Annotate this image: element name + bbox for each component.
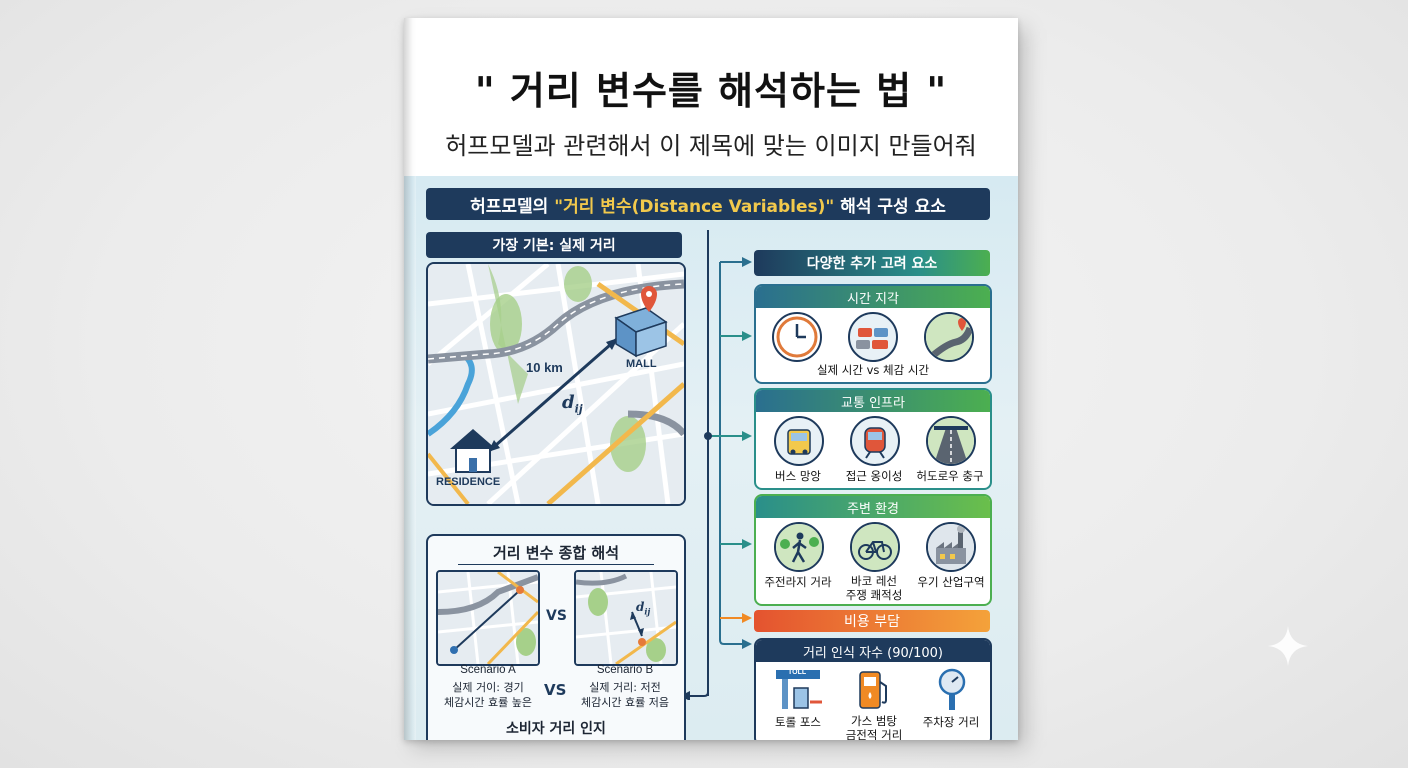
infra-caption-1: 버스 망앙 [775, 469, 821, 483]
mall-icon [614, 286, 668, 358]
toll-booth-icon: TOLL [774, 668, 822, 712]
cognition-caption-2: 가스 범탕 금전적 거리 [845, 714, 903, 740]
infra-caption-3: 허도로우 충구 [916, 469, 984, 483]
cover-title: " 거리 변수를 해석하는 법 " [474, 69, 948, 113]
distance-cognition-card: 거리 인식 자수 (90/100) TOLL 토롤 포스 가스 범탕 금전적 거… [754, 638, 992, 740]
walking-icon [774, 522, 824, 572]
winding-road-icon [924, 312, 974, 362]
bus-icon [774, 416, 824, 466]
cost-burden-title: 비용 부담 [844, 614, 900, 630]
surroundings-head: 주변 환경 [756, 496, 990, 518]
basic-distance-label: 가장 기본: 실제 거리 [426, 232, 682, 258]
scenario-a-name: Scenario A [460, 664, 516, 676]
bicycle-icon [850, 522, 900, 572]
basic-distance-text: 가장 기본: 실제 거리 [492, 238, 616, 254]
infographic-banner: 허프모델의 "거리 변수(Distance Variables)" 해석 구성 … [426, 188, 990, 220]
book-spine [404, 18, 416, 740]
parking-meter-icon [932, 668, 972, 712]
synthesis-card: 거리 변수 종합 해석 VS [426, 534, 686, 740]
env-caption-3: 우기 산업구역 [917, 575, 985, 589]
additional-factors-text: 다양한 추가 고려 요소 [806, 256, 938, 272]
env-caption-2: 바코 레선 주쟁 쾌적성 [845, 574, 903, 602]
time-perception-head: 시간 지각 [756, 286, 990, 308]
sparkle-icon [1268, 626, 1308, 666]
infographic-panel: 허프모델의 "거리 변수(Distance Variables)" 해석 구성 … [404, 176, 1018, 740]
distance-cognition-head: 거리 인식 자수 (90/100) [756, 640, 990, 662]
cognition-caption-1: 토롤 포스 [775, 715, 821, 729]
dij-subscript: ij [574, 402, 583, 416]
scenario-a-map [436, 570, 540, 666]
cost-burden-bar: 비용 부담 [754, 610, 990, 632]
banner-highlight: "거리 변수(Distance Variables)" [554, 196, 835, 217]
infra-caption-2: 접근 옹이성 [845, 469, 903, 483]
surroundings-title: 주변 환경 [847, 501, 899, 517]
banner-suffix: 해석 구성 요소 [834, 196, 946, 217]
connector-lines [684, 230, 752, 700]
additional-factors-header: 다양한 추가 고려 요소 [754, 250, 990, 276]
scenario-b-dij-letter: d [636, 600, 645, 614]
map-dij-symbol: dij [562, 392, 583, 416]
env-caption-1: 주전라지 거라 [764, 575, 832, 589]
cognition-caption-3: 주차장 거리 [922, 715, 980, 729]
gas-pump-icon [854, 668, 894, 712]
scenario-b-line1: 실제 거리: 저전 [589, 681, 661, 694]
toll-sign-text: TOLL [788, 669, 807, 676]
scenario-vs-small: VS [546, 608, 567, 624]
dij-letter: d [562, 392, 575, 413]
synthesis-title: 거리 변수 종합 해석 [492, 544, 620, 562]
time-perception-title: 시간 지각 [847, 291, 899, 307]
transport-infra-title: 교통 인프라 [841, 395, 905, 411]
map-destination-label: MALL [626, 358, 657, 370]
banner-prefix: 허프모델의 [470, 196, 555, 217]
scenario-b-name: Scenario B [596, 664, 654, 676]
traffic-jam-icon [848, 312, 898, 362]
synthesis-footer: 소비자 거리 인지 [506, 721, 606, 737]
transport-infra-head: 교통 인프라 [756, 390, 990, 412]
factory-icon [926, 522, 976, 572]
time-perception-caption: 실제 시간 vs 체감 시간 [816, 363, 930, 377]
scenario-a-line2: 체감시간 효률 높은 [444, 696, 532, 709]
cover-subtitle: 허프모델과 관련해서 이 제목에 맞는 이미지 만들어줘 [445, 132, 977, 160]
map-origin-label: RESIDENCE [436, 476, 501, 488]
map-distance-label: 10 km [526, 360, 563, 375]
scenario-b-dij: dij [636, 600, 650, 616]
synthesis-divider [458, 564, 654, 565]
scenario-vs-large: VS [544, 681, 567, 699]
residence-icon [450, 429, 496, 473]
clock-icon [772, 312, 822, 362]
book-cover: " 거리 변수를 해석하는 법 " 허프모델과 관련해서 이 제목에 맞는 이미… [404, 18, 1018, 740]
map-illustration [428, 264, 684, 504]
scenario-b-map: dij [574, 570, 678, 666]
cover-header: " 거리 변수를 해석하는 법 " 허프모델과 관련해서 이 제목에 맞는 이미… [404, 18, 1018, 176]
distance-cognition-title: 거리 인식 자수 (90/100) [802, 645, 944, 661]
time-perception-card: 시간 지각 실제 시간 vs 체감 시간 [754, 284, 992, 384]
scenario-b-line2: 체감시간 효률 저음 [581, 696, 669, 709]
distance-map: 10 km dij RESIDENCE MALL [426, 262, 686, 506]
highway-icon [926, 416, 976, 466]
train-icon [850, 416, 900, 466]
surroundings-card: 주변 환경 주전라지 거라 바코 레선 주쟁 쾌적성 우기 산업구역 [754, 494, 992, 606]
transport-infra-card: 교통 인프라 버스 망앙 접근 옹이성 허도로우 충구 [754, 388, 992, 490]
scenario-a-line1: 실제 거이: 경기 [452, 681, 524, 694]
scenario-b-dij-sub: ij [644, 606, 651, 617]
